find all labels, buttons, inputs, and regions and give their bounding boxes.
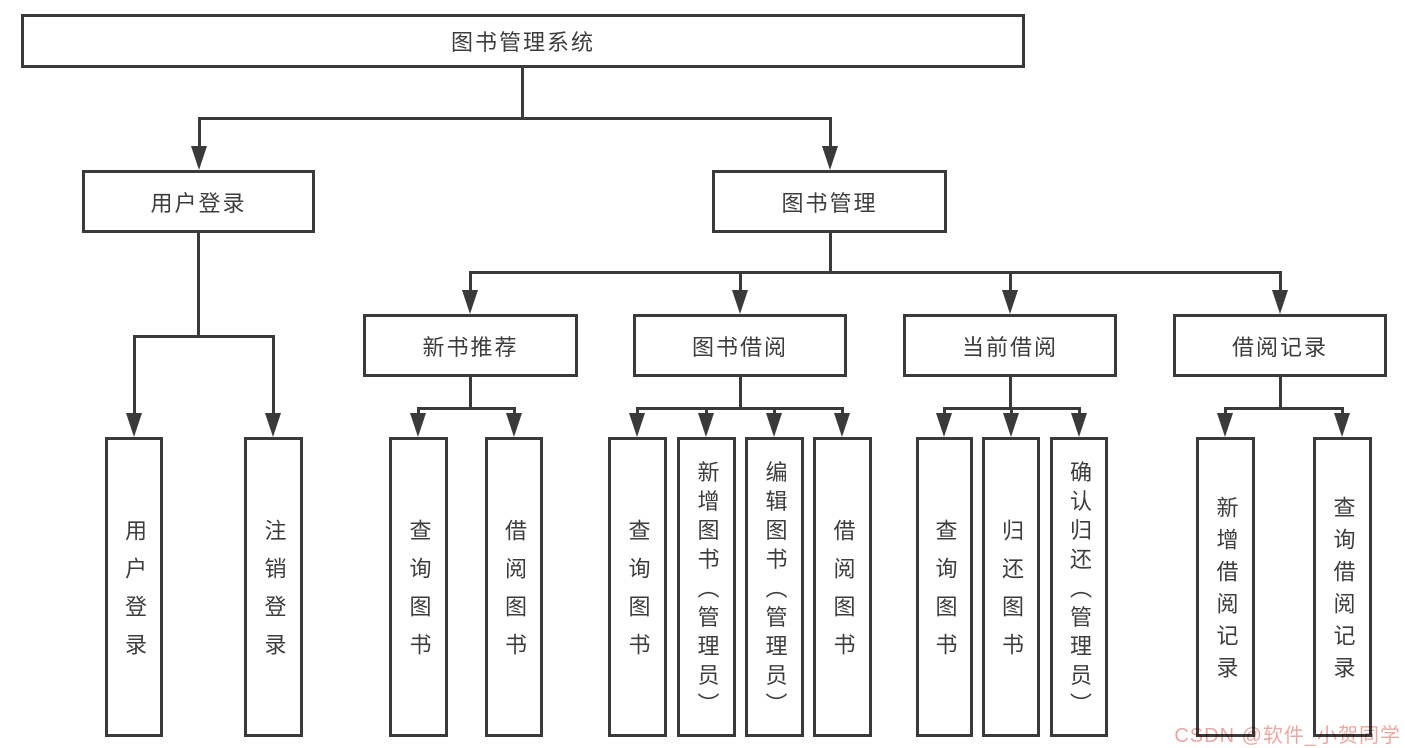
node-leaf-borrow-books-b: 借阅图书 bbox=[813, 437, 872, 737]
connector-arrowhead bbox=[834, 413, 850, 437]
connector-arrowhead bbox=[1334, 413, 1350, 437]
node-label: 图书管理系统 bbox=[450, 30, 595, 55]
node-label: 图书管理 bbox=[781, 190, 878, 216]
connector-line bbox=[196, 233, 200, 338]
node-label: 新增图书（管理员） bbox=[694, 460, 720, 721]
connector-arrowhead bbox=[1003, 413, 1019, 437]
csdn-watermark: CSDN @软件_小贺同学 bbox=[1174, 725, 1401, 747]
connector-line bbox=[520, 68, 524, 120]
node-label: 新书推荐 bbox=[422, 334, 519, 360]
node-leaf-logout: 注销登录 bbox=[244, 437, 303, 737]
node-label: 编辑图书（管理员） bbox=[762, 460, 788, 721]
node-book-mgmt: 图书管理 bbox=[712, 170, 947, 233]
connector-arrowhead bbox=[629, 413, 645, 437]
node-leaf-query-books-a: 查询图书 bbox=[389, 437, 448, 737]
node-book-borrow: 图书借阅 bbox=[633, 314, 847, 377]
connector-line bbox=[1077, 408, 1081, 417]
node-leaf-query-books-b: 查询图书 bbox=[608, 437, 667, 737]
node-leaf-add-books: 新增图书（管理员） bbox=[677, 437, 736, 737]
node-leaf-edit-books: 编辑图书（管理员） bbox=[745, 437, 804, 737]
node-label: 查询图书 bbox=[625, 519, 651, 671]
connector-arrowhead bbox=[191, 146, 207, 170]
connector-arrowhead bbox=[1217, 413, 1233, 437]
connector-line bbox=[738, 377, 742, 410]
connector-line bbox=[468, 272, 472, 294]
connector-line bbox=[828, 233, 832, 274]
connector-line bbox=[738, 272, 742, 294]
node-label: 当前借阅 bbox=[961, 334, 1058, 360]
connector-line bbox=[132, 336, 136, 417]
connector-line bbox=[772, 408, 776, 417]
node-label: 用户登录 bbox=[150, 190, 247, 216]
connector-line bbox=[840, 408, 844, 417]
node-leaf-query-books-c: 查询图书 bbox=[916, 437, 973, 737]
connector-line bbox=[416, 408, 420, 417]
connector-line bbox=[197, 118, 201, 150]
connector-line bbox=[197, 116, 832, 120]
node-leaf-add-borrow-rec: 新增借阅记录 bbox=[1196, 437, 1255, 737]
connector-line bbox=[512, 408, 516, 417]
node-current-borrow: 当前借阅 bbox=[903, 314, 1117, 377]
node-label: 查询图书 bbox=[406, 519, 432, 671]
connector-arrowhead bbox=[698, 413, 714, 437]
connector-line bbox=[635, 408, 639, 417]
connector-arrowhead bbox=[732, 290, 748, 314]
connector-arrowhead bbox=[822, 146, 838, 170]
node-user-login: 用户登录 bbox=[82, 170, 315, 233]
node-new-book-rec: 新书推荐 bbox=[363, 314, 578, 377]
connector-line bbox=[1008, 272, 1012, 294]
connector-line bbox=[1223, 408, 1227, 417]
connector-line bbox=[416, 406, 516, 410]
node-leaf-borrow-books-a: 借阅图书 bbox=[485, 437, 543, 737]
node-label: 归还图书 bbox=[999, 519, 1024, 671]
connector-line bbox=[942, 408, 946, 417]
node-root: 图书管理系统 bbox=[21, 14, 1025, 68]
connector-arrowhead bbox=[1002, 290, 1018, 314]
connector-arrowhead bbox=[1071, 413, 1087, 437]
node-label: 注销登录 bbox=[261, 519, 287, 671]
connector-line bbox=[468, 377, 472, 410]
connector-arrowhead bbox=[766, 413, 782, 437]
connector-arrowhead bbox=[462, 290, 478, 314]
node-label: 借阅图书 bbox=[830, 519, 856, 671]
connector-arrowhead bbox=[265, 413, 281, 437]
connector-line bbox=[704, 408, 708, 417]
connector-arrowhead bbox=[1272, 290, 1288, 314]
connector-arrowhead bbox=[126, 413, 142, 437]
connector-line bbox=[468, 270, 1282, 274]
node-label: 借阅图书 bbox=[502, 519, 527, 671]
connector-line bbox=[828, 118, 832, 150]
connector-line bbox=[635, 406, 844, 410]
connector-line bbox=[1008, 377, 1012, 410]
connector-line bbox=[1009, 408, 1013, 417]
node-label: 用户登录 bbox=[122, 519, 147, 671]
connector-line bbox=[1340, 408, 1344, 417]
node-label: 确认归还（管理员） bbox=[1067, 460, 1092, 721]
node-label: 图书借阅 bbox=[691, 334, 788, 360]
node-borrow-records: 借阅记录 bbox=[1173, 314, 1387, 377]
node-label: 查询图书 bbox=[932, 519, 958, 671]
node-leaf-confirm-return: 确认归还（管理员） bbox=[1050, 437, 1108, 737]
connector-line bbox=[132, 334, 275, 338]
connector-line bbox=[271, 336, 275, 417]
node-leaf-query-borrow-rec: 查询借阅记录 bbox=[1313, 437, 1372, 737]
node-label: 新增借阅记录 bbox=[1213, 496, 1239, 688]
connector-arrowhead bbox=[410, 413, 426, 437]
node-label: 查询借阅记录 bbox=[1330, 496, 1356, 688]
node-leaf-return-books: 归还图书 bbox=[982, 437, 1040, 737]
connector-line bbox=[1278, 377, 1282, 410]
connector-arrowhead bbox=[506, 413, 522, 437]
node-label: 借阅记录 bbox=[1231, 334, 1328, 360]
connector-line bbox=[1223, 406, 1344, 410]
connector-line bbox=[1278, 272, 1282, 294]
connector-arrowhead bbox=[936, 413, 952, 437]
node-leaf-user-login: 用户登录 bbox=[105, 437, 163, 737]
